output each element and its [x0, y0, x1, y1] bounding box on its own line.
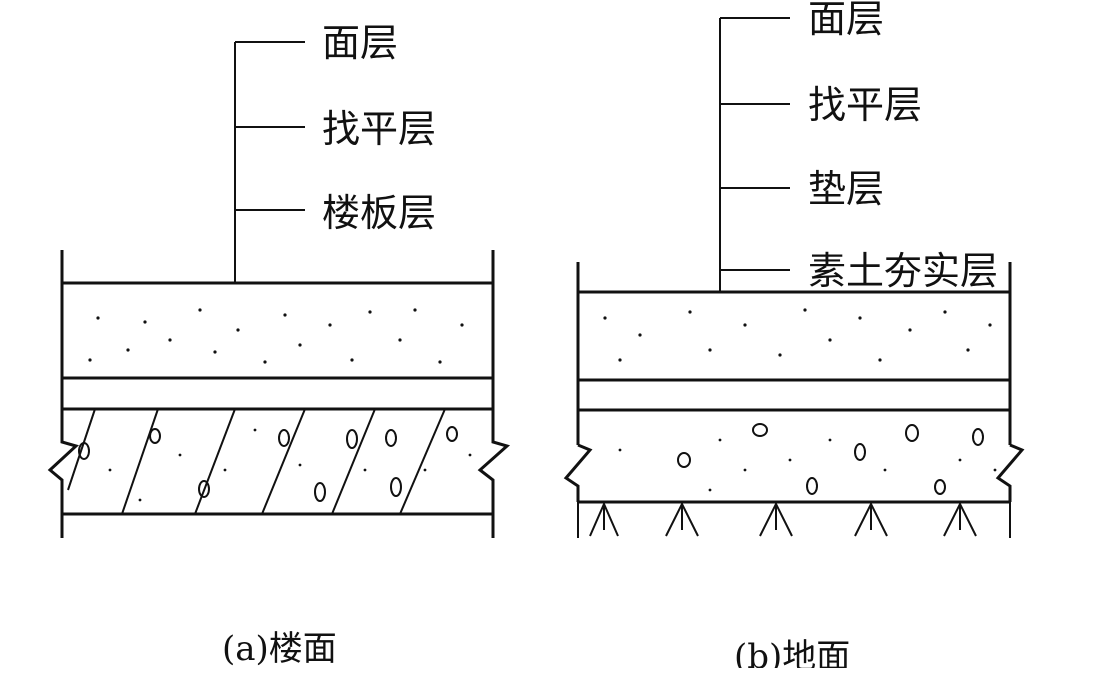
- figure-b-ground-floor: 面层 找平层 垫层 素土夯实层: [563, 0, 1025, 673]
- figure-b-label-compacted-soil: 素土夯实层: [808, 249, 998, 293]
- figure-b-leveling-speckle: [603, 308, 992, 362]
- figure-b-aggregate: [677, 423, 984, 495]
- figure-a-slab-hatch: [67, 408, 446, 515]
- figure-b-caption: (b)地面: [734, 637, 850, 668]
- figure-a-caption: (a)楼面: [222, 629, 337, 668]
- figure-a-aggregate: [78, 426, 458, 502]
- figure-a-label-surface: 面层: [322, 21, 398, 65]
- figure-b-label-base: 垫层: [808, 167, 884, 211]
- figure-b-base-speckle: [618, 438, 997, 492]
- figure-b-break-right: [995, 443, 1025, 502]
- figure-a-label-leveling: 找平层: [322, 107, 436, 151]
- figure-b-break-left: [563, 443, 593, 502]
- figure-a-break-left: [47, 409, 79, 514]
- figure-a-leaders: [234, 41, 305, 283]
- figure-b-label-surface: 面层: [808, 0, 884, 41]
- figure-a-floor-slab: 面层 找平层 楼板层: [47, 21, 511, 669]
- figure-b-soil-hatch: [577, 501, 1011, 538]
- figure-a-slab-speckle: [108, 428, 472, 502]
- figure-b-label-leveling: 找平层: [808, 83, 922, 127]
- figure-a-label-slab: 楼板层: [322, 191, 436, 235]
- figure-b-leaders: [719, 17, 790, 292]
- figure-a-leveling-speckle: [88, 308, 464, 364]
- figure-a-break-right: [477, 409, 511, 538]
